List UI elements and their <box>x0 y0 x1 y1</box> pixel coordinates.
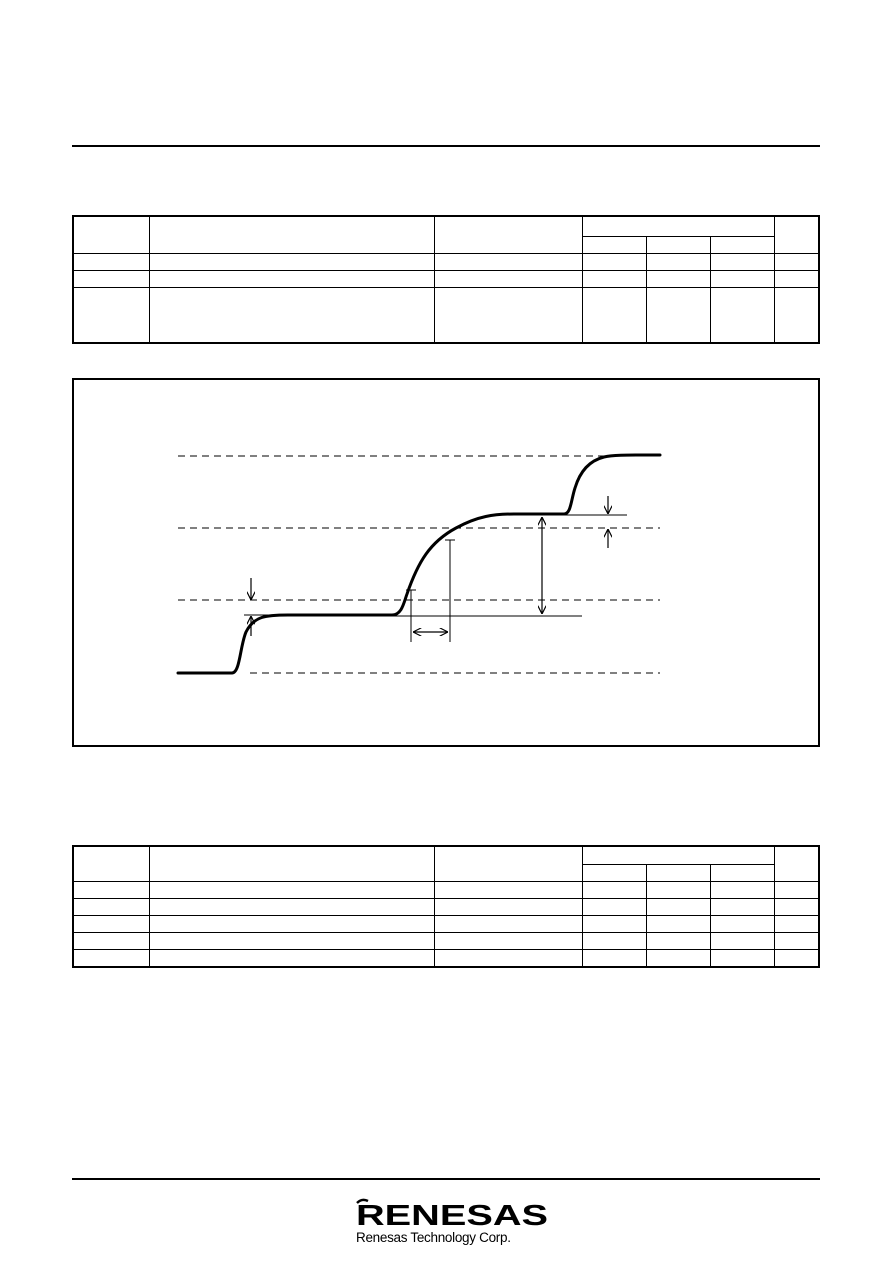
logo-company-name: Renesas Technology Corp. <box>356 1230 511 1245</box>
table-row <box>72 949 820 968</box>
header-cell <box>581 863 647 882</box>
spec-table-bottom <box>72 845 820 968</box>
header-cell <box>148 845 435 882</box>
table-cell <box>709 881 775 899</box>
spec-table-top <box>72 215 820 344</box>
table-row <box>72 253 820 271</box>
table-cell <box>773 287 820 344</box>
measurement-arrows <box>251 496 608 636</box>
table-cell <box>433 287 583 344</box>
table-cell <box>433 253 583 271</box>
table-cell <box>433 932 583 950</box>
table-row <box>72 881 820 899</box>
signal-waveform <box>176 453 662 675</box>
table-cell <box>645 881 711 899</box>
table-cell <box>645 915 711 933</box>
table-cell <box>72 270 150 288</box>
header-cell <box>773 845 820 882</box>
table-row <box>72 932 820 950</box>
header-cell <box>72 215 150 254</box>
table-cell <box>581 932 647 950</box>
table-cell <box>645 898 711 916</box>
header-cell <box>148 215 435 254</box>
table-cell <box>581 253 647 271</box>
table-cell <box>72 881 150 899</box>
table-cell <box>773 915 820 933</box>
header-cell <box>645 863 711 882</box>
table-subheader-row <box>73 235 819 255</box>
table-cell <box>773 949 820 968</box>
table-cell <box>72 949 150 968</box>
table-cell <box>148 881 435 899</box>
table-cell <box>581 881 647 899</box>
table-row <box>72 287 820 344</box>
reference-lines <box>244 514 627 642</box>
table-cell <box>148 253 435 271</box>
table-row <box>72 915 820 933</box>
header-cell <box>709 863 775 882</box>
header-cell <box>433 845 583 882</box>
waveform-figure <box>72 378 820 747</box>
table-cell <box>433 949 583 968</box>
header-cell <box>773 215 820 254</box>
table-cell <box>709 287 775 344</box>
waveform-diagram <box>176 453 662 675</box>
table-cell <box>773 881 820 899</box>
table-cell <box>72 898 150 916</box>
table-cell <box>72 915 150 933</box>
table-cell <box>72 932 150 950</box>
table-cell <box>773 898 820 916</box>
table-cell <box>148 287 435 344</box>
header-cell <box>433 215 583 254</box>
table-row <box>72 898 820 916</box>
table-cell <box>773 270 820 288</box>
table-cell <box>433 915 583 933</box>
table-cell <box>433 270 583 288</box>
table-cell <box>581 898 647 916</box>
footer-rule <box>72 1178 820 1180</box>
table-cell <box>709 932 775 950</box>
table-cell <box>148 949 435 968</box>
table-cell <box>773 253 820 271</box>
header-cell-group <box>581 215 775 237</box>
table-header-row <box>72 215 820 254</box>
header-cell-group <box>581 845 775 865</box>
header-cell <box>72 845 150 882</box>
table-cell <box>645 287 711 344</box>
table-cell <box>645 932 711 950</box>
table-cell <box>433 881 583 899</box>
table-cell <box>709 253 775 271</box>
header-cell <box>709 235 775 255</box>
table-cell <box>645 253 711 271</box>
table-cell <box>72 253 150 271</box>
header-cell <box>581 235 647 255</box>
table-cell <box>773 932 820 950</box>
table-cell <box>581 270 647 288</box>
table-cell <box>581 915 647 933</box>
logo-swoosh <box>356 1198 369 1204</box>
table-cell <box>72 287 150 344</box>
company-logo: RENESAS Renesas Technology Corp. <box>356 1198 550 1250</box>
logo-wordmark-text: RENESAS <box>356 1200 548 1230</box>
table-cell <box>148 270 435 288</box>
table-row <box>72 270 820 288</box>
table-cell <box>433 898 583 916</box>
table-cell <box>148 915 435 933</box>
table-cell <box>709 949 775 968</box>
reference-levels <box>178 455 660 674</box>
table-cell <box>709 898 775 916</box>
table-header-row <box>72 845 820 882</box>
table-cell <box>148 932 435 950</box>
table-cell <box>645 270 711 288</box>
table-cell <box>581 287 647 344</box>
table-cell <box>709 915 775 933</box>
table-cell <box>148 898 435 916</box>
renesas-wordmark: RENESAS <box>356 1198 548 1232</box>
table-cell <box>645 949 711 968</box>
table-cell <box>709 270 775 288</box>
table-subheader-row <box>73 863 819 882</box>
header-cell <box>645 235 711 255</box>
table-cell <box>581 949 647 968</box>
header-rule <box>72 145 820 147</box>
